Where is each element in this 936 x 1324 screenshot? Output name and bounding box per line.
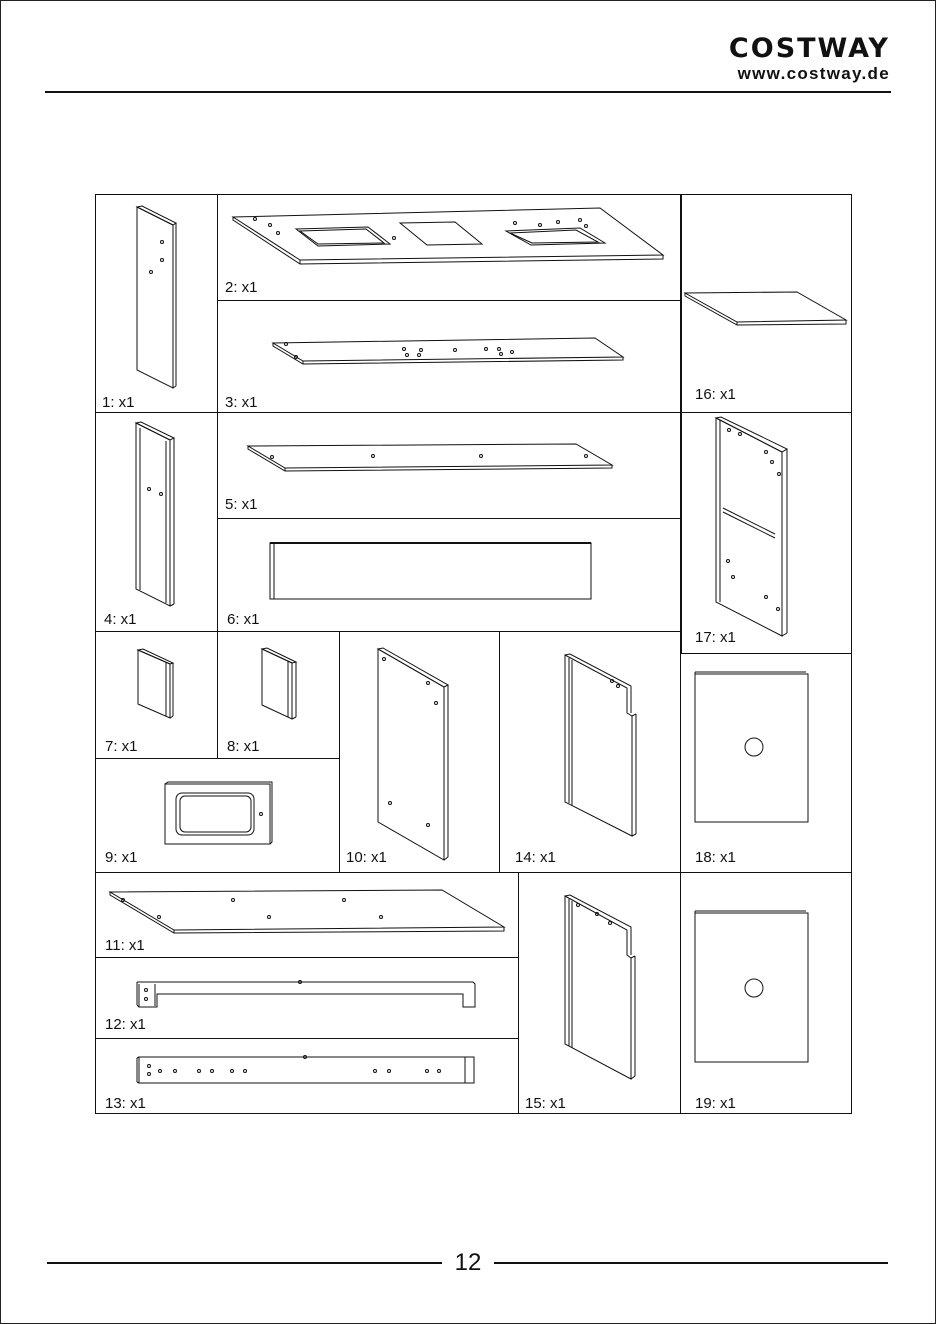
part-16-shelf [685, 292, 846, 325]
part-17-side-panel [716, 417, 787, 636]
part-2-countertop [233, 208, 663, 264]
part-label-18: 18: x1 [695, 849, 736, 866]
part-label-11: 11: x1 [105, 937, 145, 954]
part-19-back-panel [695, 911, 808, 1062]
part-label-6: 6: x1 [227, 611, 260, 628]
page-number: 12 [442, 1249, 494, 1277]
part-label-12: 12: x1 [105, 1016, 146, 1033]
part-label-5: 5: x1 [225, 496, 258, 513]
footer-rule-right [494, 1262, 888, 1264]
part-8-small-panel [262, 648, 296, 719]
part-label-7: 7: x1 [105, 738, 138, 755]
part-label-10: 10: x1 [346, 849, 387, 866]
parts-grid-lines [95, 194, 852, 1114]
part-6-board [270, 543, 591, 599]
part-14-side-panel [565, 654, 636, 836]
part-10-door-panel [378, 648, 448, 860]
part-label-14: 14: x1 [515, 849, 556, 866]
part-18-back-panel [695, 672, 808, 822]
part-13-rail [137, 1056, 474, 1084]
part-label-19: 19: x1 [695, 1095, 736, 1112]
part-4-side-panel [136, 422, 174, 606]
part-1-side-panel [137, 206, 176, 388]
part-7-small-panel [138, 649, 173, 718]
part-label-2: 2: x1 [225, 279, 258, 296]
part-label-13: 13: x1 [105, 1095, 146, 1112]
part-label-9: 9: x1 [105, 849, 138, 866]
part-15-side-panel [565, 895, 635, 1079]
part-12-rail [137, 981, 475, 1008]
part-11-top-board [110, 890, 504, 933]
footer-rule-left [47, 1262, 442, 1264]
part-label-3: 3: x1 [225, 394, 258, 411]
part-label-8: 8: x1 [227, 738, 260, 755]
part-label-15: 15: x1 [525, 1095, 566, 1112]
part-9-drawer-front [165, 782, 272, 844]
part-label-4: 4: x1 [104, 611, 137, 628]
part-label-17: 17: x1 [695, 629, 736, 646]
part-3-shelf [273, 338, 623, 364]
part-label-1: 1: x1 [102, 394, 135, 411]
part-label-16: 16: x1 [695, 386, 736, 403]
part-5-shelf [248, 444, 612, 471]
